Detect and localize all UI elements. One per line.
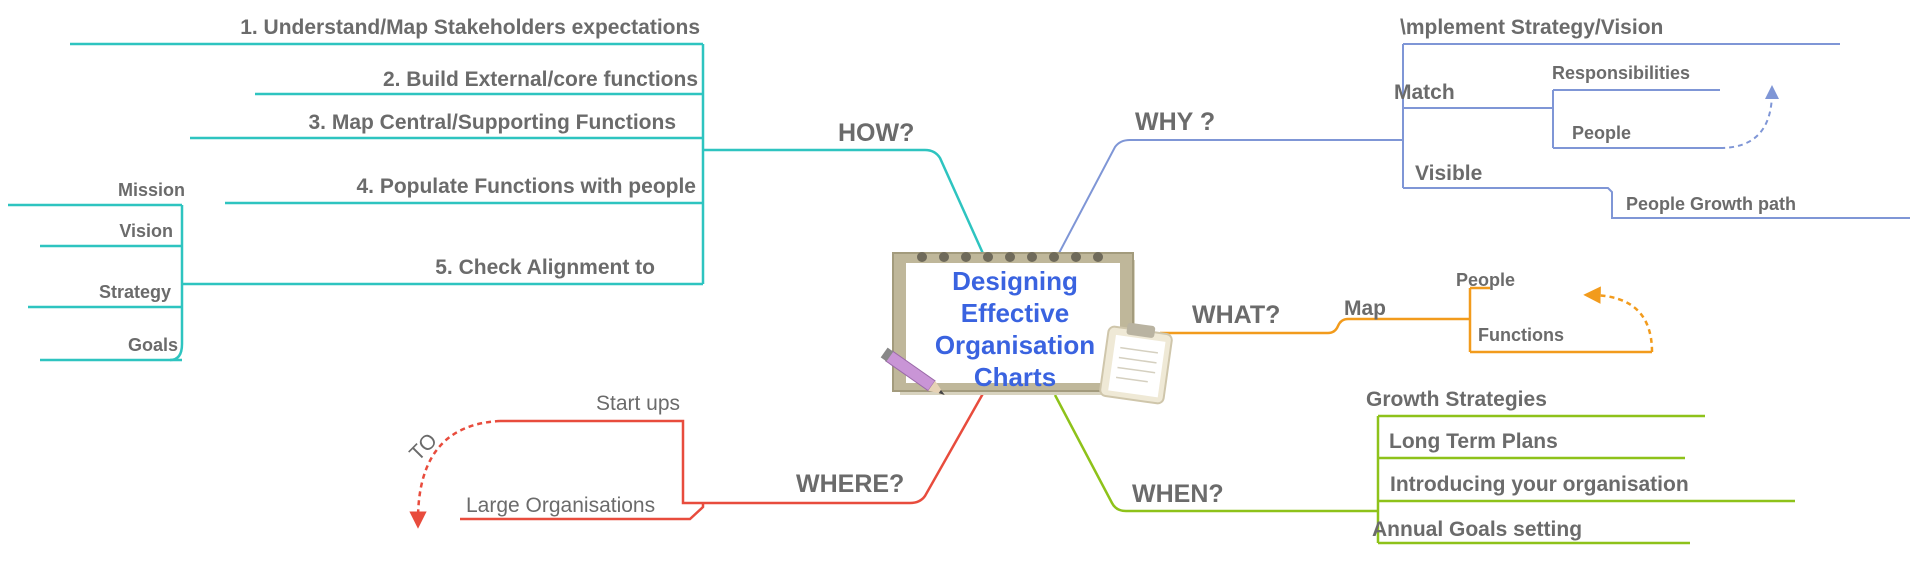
central-notebook-image xyxy=(880,252,1173,405)
where-large: Large Organisations xyxy=(466,494,655,517)
where-large-line xyxy=(460,503,705,521)
when-connector xyxy=(1053,394,1378,513)
what-people: People xyxy=(1456,270,1515,290)
when-item-4: Annual Goals setting xyxy=(1372,518,1582,541)
where-label: WHERE? xyxy=(796,470,904,498)
what-branch xyxy=(1160,286,1654,354)
why-visible-line xyxy=(1403,187,1910,219)
how-branch xyxy=(8,42,987,362)
why-dashed-link xyxy=(1719,85,1779,149)
how-item-5: 5. Check Alignment to xyxy=(435,256,655,279)
where-to: TO xyxy=(405,429,442,466)
notebook-page xyxy=(906,263,1120,383)
how-connector xyxy=(725,148,987,259)
what-connector xyxy=(1160,317,1470,335)
center-title-line-3: Organisation xyxy=(935,330,1095,360)
where-startups: Start ups xyxy=(596,392,680,415)
alignment-vision: Vision xyxy=(119,221,173,241)
when-item-3: Introducing your organisation xyxy=(1390,473,1689,496)
why-connector xyxy=(1057,139,1403,256)
where-startups-line xyxy=(500,419,685,505)
why-people-growth: People Growth path xyxy=(1626,194,1796,214)
clipboard-icon xyxy=(1099,322,1173,405)
alignment-strategy: Strategy xyxy=(99,282,171,302)
center-title-line-2: Effective xyxy=(961,298,1069,328)
pencil-icon xyxy=(880,347,945,395)
why-visible: Visible xyxy=(1415,162,1482,185)
when-item-2: Long Term Plans xyxy=(1389,430,1558,453)
alignment-goals-link xyxy=(169,343,184,362)
alignment-spine xyxy=(180,205,185,344)
alignment-goals: Goals xyxy=(128,335,178,355)
why-people: People xyxy=(1572,123,1631,143)
how-item-4: 4. Populate Functions with people xyxy=(356,175,696,198)
how-label: HOW? xyxy=(838,119,914,147)
notebook-rings xyxy=(917,252,1103,262)
why-branch xyxy=(1057,43,1910,256)
where-connector xyxy=(685,389,987,505)
when-item-1: Growth Strategies xyxy=(1366,388,1547,411)
why-responsibilities: Responsibilities xyxy=(1552,63,1690,83)
center-title-line-4: Charts xyxy=(974,362,1056,392)
center-title-line-1: Designing xyxy=(952,266,1078,296)
what-functions: Functions xyxy=(1478,325,1564,345)
when-branch xyxy=(1053,394,1795,545)
how-item-3: 3. Map Central/Supporting Functions xyxy=(309,111,677,134)
what-map: Map xyxy=(1344,297,1386,320)
how-item-1: 1. Understand/Map Stakeholders expectati… xyxy=(240,16,700,39)
how-item-2: 2. Build External/core functions xyxy=(383,68,698,91)
what-dashed-link xyxy=(1583,286,1654,353)
why-implement: \mplement Strategy/Vision xyxy=(1400,16,1663,39)
why-label: WHY ? xyxy=(1135,108,1215,136)
what-label: WHAT? xyxy=(1192,301,1280,329)
how-spine xyxy=(701,44,725,284)
where-branch xyxy=(409,389,987,529)
why-match: Match xyxy=(1394,81,1455,104)
alignment-mission: Mission xyxy=(118,180,185,200)
when-label: WHEN? xyxy=(1132,480,1224,508)
